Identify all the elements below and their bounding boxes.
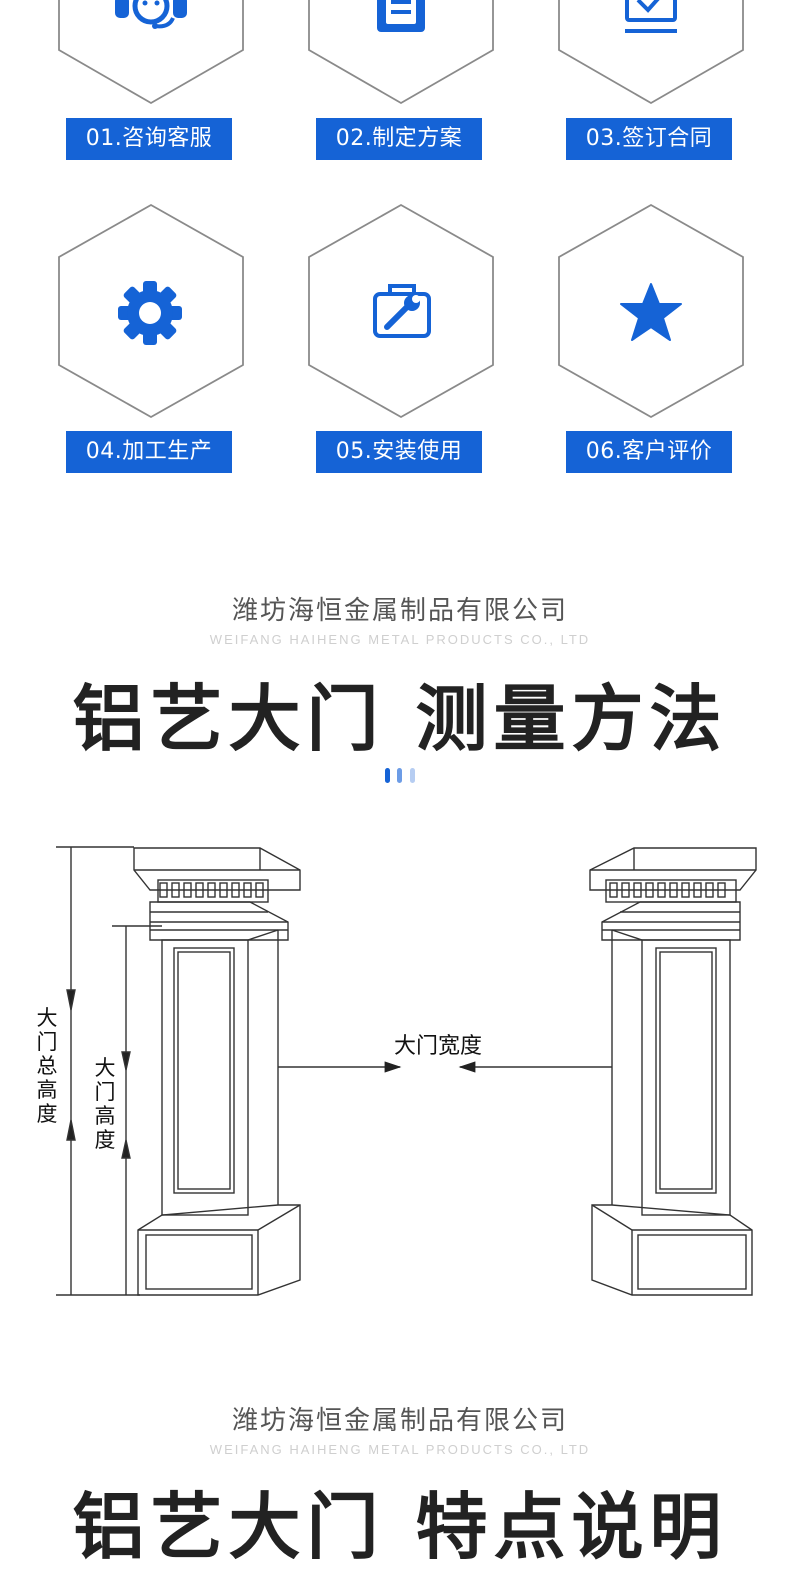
step-card-2: 02.制定方案	[306, 0, 496, 162]
step-card-6: 06.客户评价	[556, 202, 746, 474]
document-icon	[377, 0, 425, 32]
company-name-cn: 潍坊海恒金属制品有限公司	[231, 1406, 568, 1436]
title-decoration-dots	[384, 768, 418, 784]
section-title: 铝艺大门 测量方法	[72, 677, 728, 761]
gate-measurement-diagram	[56, 846, 757, 1296]
contract-check-icon	[625, 0, 677, 33]
step-card-5: 05.安装使用	[306, 202, 496, 474]
step-card-4: 04.加工生产	[56, 202, 246, 474]
wrench-toolbox-icon	[373, 284, 431, 338]
decoration-dot	[410, 768, 415, 783]
section-title: 铝艺大门 特点说明	[72, 1485, 728, 1569]
company-name-en: WEIFANG HAIHENG METAL PRODUCTS CO., LTD	[209, 632, 591, 647]
star-icon	[620, 283, 682, 341]
step-label: 01.咨询客服	[66, 118, 232, 160]
hexagon-frame	[558, 0, 744, 105]
step-label: 02.制定方案	[316, 118, 482, 160]
step-label: 05.安装使用	[316, 431, 482, 473]
hexagon-frame	[308, 0, 494, 105]
decoration-dot	[385, 768, 390, 783]
step-card-3: 03.签订合同	[556, 0, 746, 162]
hexagon-frame	[58, 0, 244, 105]
gate-width-label: 大门宽度	[394, 1034, 483, 1059]
decoration-dot	[397, 768, 402, 783]
step-label: 03.签订合同	[566, 118, 732, 160]
step-card-1: 01.咨询客服	[56, 0, 246, 162]
step-label: 04.加工生产	[66, 431, 232, 473]
company-name-cn: 潍坊海恒金属制品有限公司	[231, 596, 568, 626]
customer-service-icon	[115, 0, 187, 29]
step-label: 06.客户评价	[566, 431, 732, 473]
gear-icon	[118, 281, 182, 345]
gate-height-label: 大门高度	[94, 1056, 116, 1152]
total-height-label: 大门总高度	[36, 1006, 58, 1126]
company-name-en: WEIFANG HAIHENG METAL PRODUCTS CO., LTD	[209, 1442, 591, 1457]
